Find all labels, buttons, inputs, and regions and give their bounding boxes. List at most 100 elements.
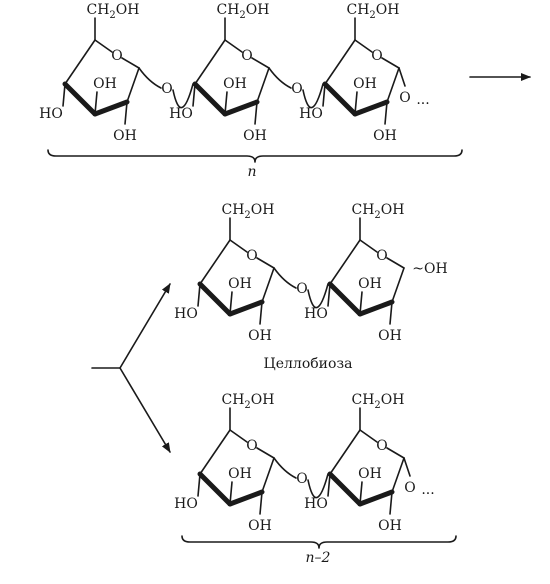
bridge-oxygen: O [296,281,307,297]
polymer-brace [47,149,463,163]
oh-bond [229,291,233,315]
ring-bond-front [322,81,358,117]
ch2oh-prefix: CH [222,392,245,408]
bridge-oxygen: O [399,90,410,106]
ring-bond [229,239,248,253]
chain-continuation: O... [398,67,430,108]
ho-bond [62,83,66,107]
ring-bond [324,39,356,85]
oh-bond [384,101,388,125]
ellipsis: ... [416,92,429,108]
ch2oh-subscript: 2 [374,210,380,221]
bridge-bond [268,67,292,89]
cellulose-polymer-chain: OCH2OHHOOHOHOCH2OHHOOHOHOOCH2OHHOOHOHOO.… [39,2,430,144]
ch2oh-prefix: CH [352,202,375,218]
ch2oh-suffix: OH [116,2,140,18]
ch2oh-prefix: CH [352,392,375,408]
bridge-oxygen: O [296,471,307,487]
oh-bond [259,301,263,325]
bridge-bond [273,267,297,289]
ring-bond [359,239,378,253]
ring-bond [381,57,400,69]
oh-bond [389,491,393,515]
oh-label: OH [248,328,272,344]
ring-bond-front [62,81,98,117]
ring-bond [256,67,270,103]
ch2oh-subscript: 2 [244,400,250,411]
ch2oh-label: CH2OH [222,202,275,221]
ch2oh-suffix: OH [251,392,275,408]
oh-bond [94,91,98,115]
ch2oh-prefix: CH [222,202,245,218]
bridge-bond [172,83,194,109]
oh-label: OH [378,518,402,534]
ch2oh-subscript: 2 [369,10,375,21]
residue-brace [181,535,457,549]
ring-bond [126,67,140,103]
ho-label: HO [39,106,63,122]
ring-oxygen: O [246,438,257,454]
arrow-to-cellobiose [119,283,171,369]
reducing-end: ~OH [412,261,447,277]
bridge-bond [307,473,329,499]
oh-bond [354,91,358,115]
ring-oxygen: O [376,438,387,454]
oh-label: OH [228,276,252,292]
ch2oh-suffix: OH [251,202,275,218]
glycosidic-bridge: O [273,267,329,309]
cellobiose-caption: Целлобиоза [264,356,353,372]
bridge-oxygen: O [404,480,415,496]
oh-bond [224,91,228,115]
ring-oxygen: O [241,48,252,64]
ch2oh-prefix: CH [87,2,110,18]
oh-label: OH [113,128,137,144]
ring-bond-front [227,489,265,507]
ring-bond-front [92,99,130,117]
oh-label: OH [358,466,382,482]
ring-bond [386,447,405,459]
ring-bond-front [197,471,233,507]
oh-bond [229,481,233,505]
ring-bond [354,39,373,53]
ch2oh-suffix: OH [376,2,400,18]
ch2oh-label: CH2OH [352,202,405,221]
bridge-oxygen: O [161,81,172,97]
ho-bond [197,473,201,497]
ring-oxygen: O [111,48,122,64]
ring-bond [386,257,405,269]
ch2oh-subscript: 2 [374,400,380,411]
oh-label: OH [93,76,117,92]
ch2oh-label: CH2OH [217,2,270,21]
ellipsis: ... [421,482,434,498]
bridge-bond [307,283,329,309]
ring-bond [329,239,361,285]
oh-label: OH [228,466,252,482]
ring-bond [261,457,275,493]
ho-bond [192,83,196,107]
oh-label: OH [243,128,267,144]
ring-bond-front [222,99,260,117]
oh-bond [124,101,128,125]
ring-bond-front [227,299,265,317]
ring-bond [256,257,275,269]
ho-label: HO [299,106,323,122]
ring-oxygen: O [376,248,387,264]
ch2oh-subscript: 2 [244,210,250,221]
ho-bond [327,283,331,307]
bridge-bond [403,457,411,477]
bridge-bond [138,67,162,89]
ch2oh-label: CH2OH [347,2,400,21]
ring-bond [64,39,96,85]
glycosidic-bridge: O [268,67,324,109]
arrow-to-residue [119,367,171,453]
oh-bond [359,481,363,505]
oh-bond [389,301,393,325]
ring-bond [391,267,405,303]
repeat-braces [47,149,463,549]
oh-label: OH [378,328,402,344]
ch2oh-label: CH2OH [352,392,405,411]
